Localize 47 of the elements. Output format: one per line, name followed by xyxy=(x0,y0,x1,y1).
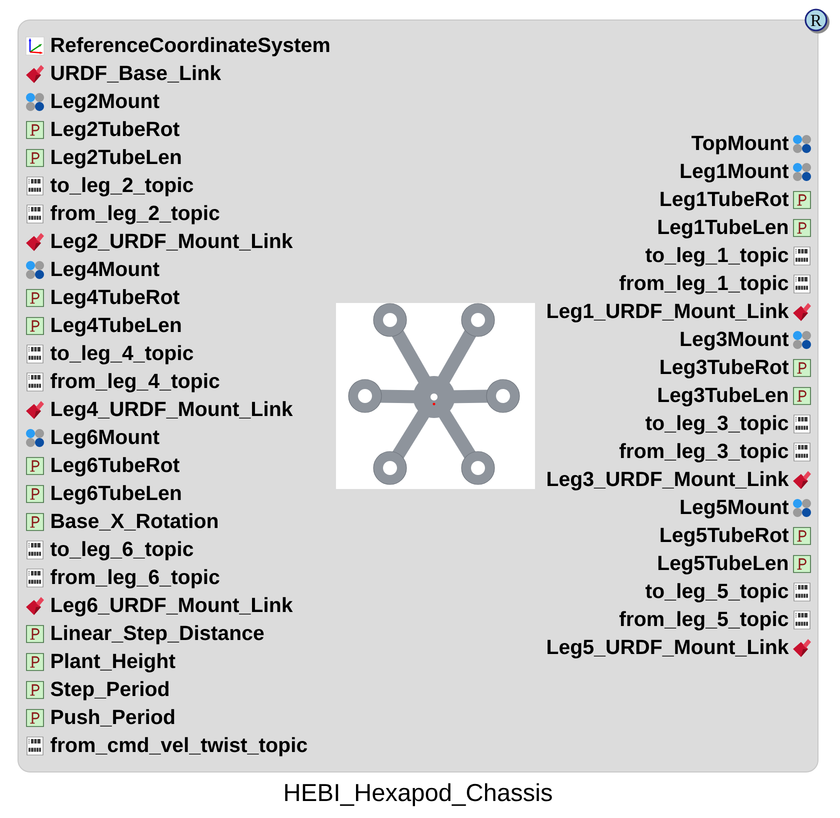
port-label: from_leg_6_topic xyxy=(50,569,220,588)
port-label: Leg1_URDF_Mount_Link xyxy=(548,303,789,322)
port-label: Leg6TubeLen xyxy=(52,485,181,504)
port-label: from_leg_2_topic xyxy=(50,205,220,224)
port-label: Leg2Mount xyxy=(52,94,160,112)
block-name: HEBI_Hexapod_Chassis xyxy=(285,783,552,806)
port-label: Leg4_URDF_Mount_Link xyxy=(52,401,293,420)
letter-badge: R xyxy=(804,8,830,34)
port-label: Linear_Step_Distance xyxy=(52,625,264,644)
port-label: Leg3Mount xyxy=(680,332,789,350)
port-label: Leg2TubeRot xyxy=(52,121,180,140)
port-label: Base_X_Rotation xyxy=(52,513,218,530)
port-label: Leg4TubeLen xyxy=(52,317,181,336)
port-label: Leg5_URDF_Mount_Link xyxy=(548,639,789,658)
port-label: Leg5Mount xyxy=(680,500,789,518)
port-label: Leg3TubeLen xyxy=(658,387,788,406)
port-label: Leg1TubeRot xyxy=(660,191,789,210)
port-label: Plant_Height xyxy=(52,653,176,672)
port-label: Leg4Mount xyxy=(52,262,160,280)
port-label: Leg5TubeLen xyxy=(658,555,788,574)
port-label: Leg2TubeLen xyxy=(52,149,181,168)
port-label: Leg6_URDF_Mount_Link xyxy=(52,597,293,616)
port-label: TopMount xyxy=(692,136,789,154)
port-label: Leg4TubeRot xyxy=(52,289,180,308)
port-label: to_leg_5_topic xyxy=(646,583,788,602)
port-label: Leg3_URDF_Mount_Link xyxy=(548,471,789,490)
port-label: Leg6TubeRot xyxy=(52,457,180,476)
port-label: Leg1TubeLen xyxy=(658,219,788,238)
port-label: from_leg_1_topic xyxy=(619,275,788,294)
port-label: from_leg_4_topic xyxy=(50,373,220,392)
port-label: URDF_Base_Link xyxy=(51,65,222,82)
port-label: from_leg_3_topic xyxy=(619,443,788,462)
port-label: Step_Period xyxy=(50,681,168,700)
port-label: Leg6Mount xyxy=(52,430,160,448)
port-label: Leg1Mount xyxy=(680,164,789,182)
port-label: to_leg_1_topic xyxy=(646,247,788,266)
port-label: from_leg_5_topic xyxy=(619,611,788,630)
port-label: to_leg_3_topic xyxy=(646,415,788,434)
port-label: to_leg_6_topic xyxy=(50,541,194,560)
port-label: ReferenceCoordinateSystem xyxy=(52,37,330,56)
port-label: Leg5TubeRot xyxy=(660,527,789,546)
port-label: to_leg_2_topic xyxy=(50,177,194,196)
port-label: Leg3TubeRot xyxy=(660,359,789,378)
port-label: from_cmd_vel_twist_topic xyxy=(50,737,308,756)
port-label: Leg2_URDF_Mount_Link xyxy=(52,233,293,252)
port-label: to_leg_4_topic xyxy=(50,345,194,364)
port-label: Push_Period xyxy=(52,709,174,726)
